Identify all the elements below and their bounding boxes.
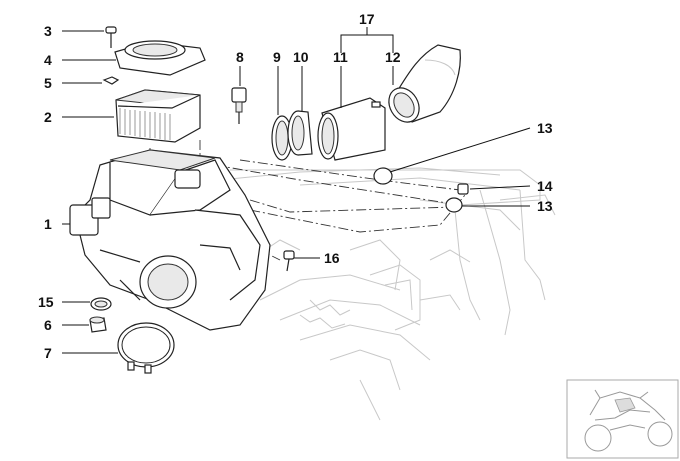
part-small-nut [102,76,120,85]
label-15: 15 [38,294,54,310]
part-grommet-lower [445,197,463,213]
part-clamp-ring [271,115,293,161]
part-number-labels: 3 4 5 2 1 15 6 7 8 9 10 11 12 17 13 14 1… [38,11,553,361]
motorcycle-thumbnail [566,379,679,459]
part-grommet-upper [373,167,393,185]
part-o-ring [90,297,112,311]
label-17: 17 [359,11,375,27]
label-7: 7 [44,345,52,361]
part-curved-hose [388,44,461,123]
label-3: 3 [44,23,52,39]
part-temperature-sensor [231,87,247,124]
part-seal-ring [287,110,313,156]
label-2: 2 [44,109,52,125]
part-air-filter-housing [69,149,271,331]
part-intake-collar [114,40,206,76]
label-14: 14 [537,178,553,194]
label-13-upper: 13 [537,120,553,136]
part-screw-lower [283,250,295,272]
motorcycle-icon [584,389,673,452]
label-8: 8 [236,49,244,65]
label-16: 16 [324,250,340,266]
leader-lines [62,27,531,354]
label-1: 1 [44,216,52,232]
part-air-filter [115,89,201,143]
part-screw [105,26,117,48]
part-intake-hose [317,97,386,161]
label-6: 6 [44,317,52,333]
label-13-lower: 13 [537,198,553,214]
label-11: 11 [333,49,348,65]
part-bush [457,183,469,195]
part-plug [89,316,107,333]
label-4: 4 [44,52,52,68]
frame-ghost-lines [219,167,556,421]
label-5: 5 [44,75,52,91]
label-12: 12 [385,49,401,65]
part-clamp-band [117,322,175,374]
label-9: 9 [273,49,281,65]
label-10: 10 [293,49,309,65]
